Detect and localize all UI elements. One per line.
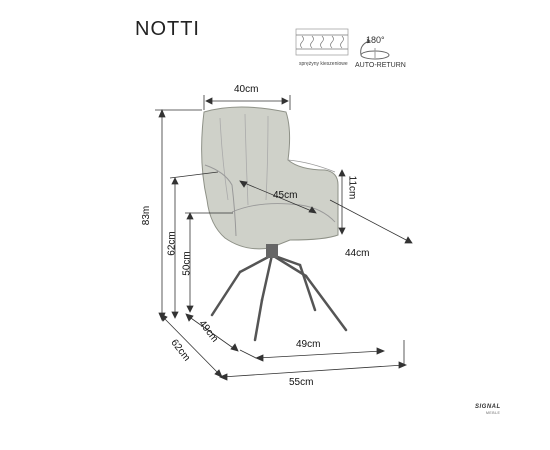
- dim-armrest-height: 11cm: [346, 175, 358, 200]
- dimension-lines: [155, 95, 413, 381]
- chair-base: [210, 253, 348, 342]
- rotation-180-icon: [360, 38, 390, 60]
- chair-body: [201, 106, 339, 250]
- dim-seat-depth: 45cm: [273, 190, 298, 201]
- rotation-degrees: 180°: [366, 35, 385, 45]
- dim-base-width: 49cm: [296, 339, 321, 350]
- springs-icon: [295, 28, 349, 56]
- dim-total-height: 83m: [141, 205, 153, 226]
- product-title: NOTTI: [135, 18, 200, 40]
- rotation-label: AUTO-RETURN: [355, 62, 406, 69]
- dim-armrest-floor-height: 62cm: [166, 231, 178, 256]
- dim-top-width: 40cm: [234, 84, 259, 95]
- springs-label: sprężyny kieszeniowe: [299, 61, 348, 67]
- dim-total-width: 55cm: [289, 377, 314, 388]
- dim-seat-height: 50cm: [181, 251, 193, 276]
- brand-sub: MEBLE: [486, 411, 501, 415]
- chair-column: [266, 244, 278, 258]
- dim-arm-width: 44cm: [345, 248, 370, 259]
- brand-logo: SIGNAL: [475, 404, 501, 410]
